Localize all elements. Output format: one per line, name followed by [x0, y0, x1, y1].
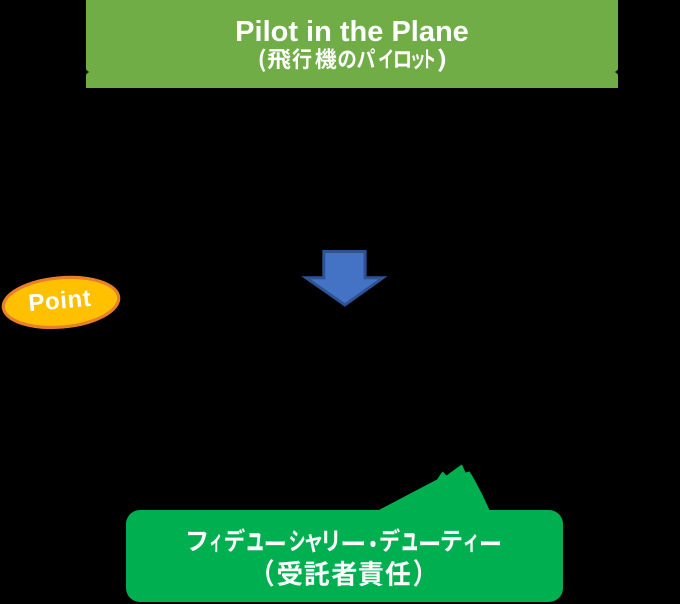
- svg-text:Point: Point: [27, 285, 92, 317]
